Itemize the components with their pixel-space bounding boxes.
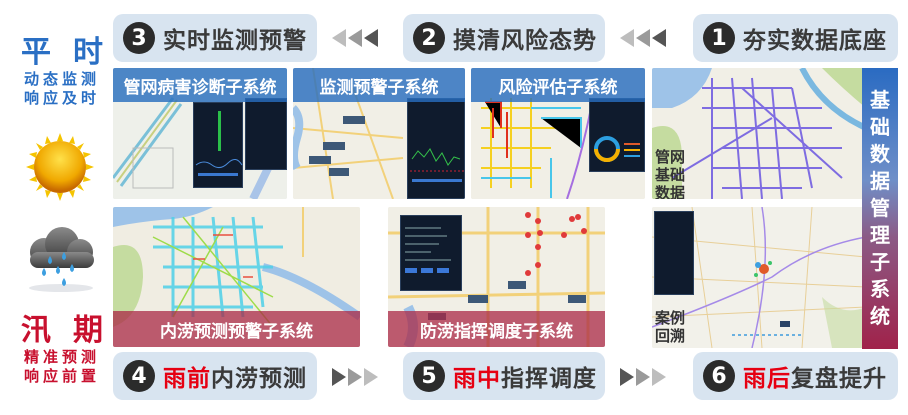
arrow-left-icon [364, 29, 378, 47]
step-2-pill: 2 摸清风险态势 [403, 14, 605, 62]
step-1-label: 夯实数据底座 [743, 28, 887, 54]
pipe-diagnosis-title: 管网病害诊断子系统 [113, 68, 287, 102]
normal-title-b: 时 [73, 35, 103, 70]
arrows-left-2 [620, 29, 666, 47]
step-4-pill: 4 雨前内涝预测 [113, 352, 317, 400]
pipe-diagnosis-panel: 管网病害诊断子系统 [113, 68, 287, 199]
arrows-left-1 [332, 29, 378, 47]
flood-command-panel: 防涝指挥调度子系统 [388, 207, 605, 347]
sun-icon [26, 133, 94, 201]
flood-title-a: 汛 [21, 313, 73, 348]
arrow-left-icon [348, 29, 362, 47]
dispatch-info-overlay [400, 215, 462, 291]
step-5-highlight: 雨中 [453, 366, 501, 392]
flood-line-1: 精准预测 [23, 348, 100, 366]
arrow-right-icon [348, 368, 362, 386]
monitoring-title: 监测预警子系统 [293, 68, 465, 102]
rain-cloud-icon [20, 222, 102, 294]
normal-line-2: 响应及时 [23, 89, 100, 107]
case-list-overlay [654, 211, 694, 295]
arrow-right-icon [364, 368, 378, 386]
pipe-base-data-panel: 管网 基础 数据 [652, 68, 866, 199]
step-number-3: 3 [123, 22, 155, 54]
arrow-right-icon [636, 368, 650, 386]
arrows-right-2 [620, 368, 666, 386]
flood-line-2: 响应前置 [23, 367, 100, 385]
step-number-4: 4 [123, 360, 155, 392]
arrow-left-icon [636, 29, 650, 47]
step-number-1: 1 [703, 22, 735, 54]
arrow-right-icon [332, 368, 346, 386]
step-4-highlight: 雨前 [163, 366, 211, 392]
step-6-highlight: 雨后 [743, 366, 791, 392]
waterlogging-forecast-title: 内涝预测预警子系统 [113, 311, 360, 347]
case-review-label: 案例 回溯 [655, 309, 686, 345]
step-number-2: 2 [413, 22, 445, 54]
arrow-right-icon [620, 368, 634, 386]
waterlogging-forecast-panel: 内涝预测预警子系统 [113, 207, 360, 347]
gauge-overlay [589, 98, 645, 172]
normal-line-1: 动态监测 [23, 70, 100, 88]
step-4-label: 内涝预测 [211, 366, 307, 392]
base-data-management-band: 基 础 数 据 管 理 子 系 统 [862, 68, 898, 349]
info-overlay [245, 98, 287, 170]
map-thumbnail [652, 68, 866, 199]
risk-assessment-panel: 风险评估子系统 [471, 68, 645, 199]
arrows-right-1 [332, 368, 378, 386]
step-6-pill: 6 雨后复盘提升 [693, 352, 898, 400]
step-3-pill: 3 实时监测预警 [113, 14, 317, 62]
step-2-label: 摸清风险态势 [453, 28, 597, 54]
step-6-label: 复盘提升 [791, 366, 887, 392]
monitoring-panel: 监测预警子系统 [293, 68, 465, 199]
normal-period-title: 平时 动态监测 响应及时 [14, 36, 110, 108]
flood-title-b: 期 [73, 313, 103, 348]
arrow-left-icon [332, 29, 346, 47]
step-5-label: 指挥调度 [501, 366, 597, 392]
normal-title-a: 平 [21, 35, 73, 70]
flood-period-title: 汛期 精准预测 响应前置 [14, 314, 110, 386]
arrow-left-icon [620, 29, 634, 47]
step-1-pill: 1 夯实数据底座 [693, 14, 898, 62]
step-3-label: 实时监测预警 [163, 28, 307, 54]
risk-assessment-title: 风险评估子系统 [471, 68, 645, 102]
step-number-5: 5 [413, 360, 445, 392]
arrow-right-icon [652, 368, 666, 386]
step-5-pill: 5 雨中指挥调度 [403, 352, 605, 400]
chart-overlay [193, 102, 243, 188]
flood-command-title: 防涝指挥调度子系统 [388, 311, 605, 347]
trend-chart-overlay [407, 98, 465, 199]
step-number-6: 6 [703, 360, 735, 392]
case-review-panel: 案例 回溯 [652, 207, 866, 348]
pipe-base-data-label: 管网 基础 数据 [655, 148, 686, 199]
arrow-left-icon [652, 29, 666, 47]
